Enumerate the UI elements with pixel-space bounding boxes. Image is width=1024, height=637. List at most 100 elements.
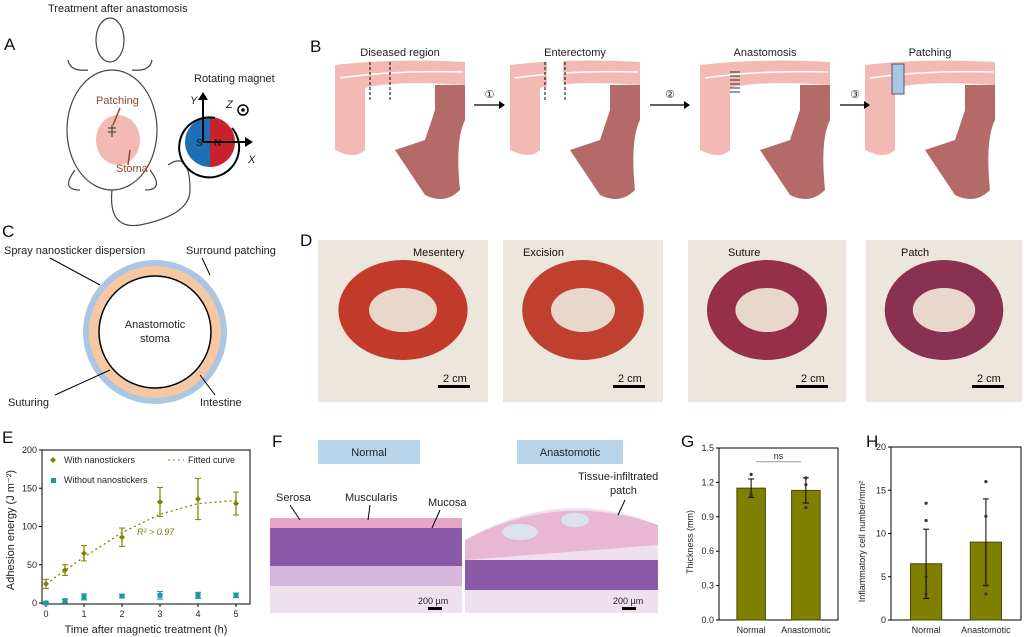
leader-line — [49, 257, 101, 286]
data-point — [119, 593, 125, 599]
bar — [736, 487, 766, 621]
data-point — [81, 594, 87, 600]
y-tick-label: 15 — [876, 485, 886, 495]
y-axis-label: Thickness (mm) — [685, 510, 695, 574]
arrow-head — [684, 101, 690, 109]
mesentery-region — [912, 288, 976, 332]
scale-bar — [972, 385, 1004, 388]
photo-annotation: Suture — [728, 247, 760, 259]
panel-label-g: G — [681, 432, 694, 451]
y-tick-label: 5 — [881, 572, 886, 582]
x-tick-label: Normal — [737, 625, 766, 635]
x-tick-label: 5 — [233, 609, 238, 619]
panel-label-a: A — [4, 35, 16, 54]
x-tick-label: Anastomotic — [781, 625, 831, 635]
data-point — [62, 598, 68, 604]
data-point — [233, 500, 239, 507]
step-number: ① — [485, 89, 495, 101]
r-squared-annotation: R² > 0.97 — [137, 527, 175, 537]
x-tick-label: 3 — [157, 609, 162, 619]
x-tick-label: 0 — [43, 609, 48, 619]
leader-line — [199, 374, 216, 396]
stoma-label: Stoma — [116, 163, 149, 175]
muscularis-label: Muscularis — [345, 492, 398, 504]
scale-bar — [796, 385, 828, 388]
data-point — [984, 583, 988, 588]
y-axis-label: Inflammatory cell number/mm² — [857, 481, 867, 603]
data-point — [233, 592, 239, 598]
panel-label-f: F — [272, 432, 282, 451]
panel-label-c: C — [2, 222, 14, 241]
patch-label-2: patch — [610, 485, 637, 497]
panel-label-b: B — [310, 37, 321, 56]
magnet-title: Rotating magnet — [194, 73, 275, 85]
axis-x-label: X — [247, 154, 256, 166]
x-tick-label: 4 — [195, 609, 200, 619]
y-tick-label: 200 — [22, 445, 37, 455]
data-point — [804, 506, 808, 510]
stoma-pointer — [127, 149, 131, 166]
lumen-line — [704, 70, 829, 79]
stoma-label-2: stoma — [140, 333, 171, 345]
lumen-line — [869, 70, 994, 79]
data-point — [749, 494, 753, 498]
y-tick-label: 0 — [32, 598, 37, 608]
x-tick-label: 2 — [119, 609, 124, 619]
y-tick-label: 0.6 — [701, 546, 714, 556]
stoma-lumen — [111, 288, 199, 376]
data-point — [984, 480, 988, 484]
data-point — [195, 592, 201, 598]
panel-label-d: D — [300, 231, 312, 250]
serosa-label: Serosa — [276, 492, 312, 504]
step-label: Enterectomy — [544, 47, 606, 59]
panel-a: A Treatment after anastomosis Patching S… — [4, 3, 275, 227]
scale-bar-label: 2 cm — [977, 373, 1001, 385]
step-number: ② — [665, 89, 675, 101]
fitted-curve — [45, 499, 237, 585]
axis-y-label: Y — [190, 95, 198, 107]
small-intestine — [510, 60, 640, 155]
data-point — [157, 499, 163, 506]
x-tick-label: Normal — [912, 625, 941, 635]
scale-bar-label-anastomotic: 200 µm — [613, 596, 643, 606]
patch — [891, 63, 905, 95]
n-pole-label: N — [214, 138, 221, 149]
y-axis-label: Adhesion energy (J m⁻²) — [5, 470, 17, 590]
data-point — [749, 492, 753, 496]
mesentery-region — [735, 288, 799, 332]
spray-label: Spray nanosticker dispersion — [4, 245, 145, 257]
y-tick-label: 1.2 — [701, 477, 714, 487]
mucosa-label: Mucosa — [428, 497, 467, 509]
leader-line — [367, 504, 371, 521]
scale-bar-label: 2 cm — [618, 373, 642, 385]
leader-line — [54, 369, 111, 396]
x-tick-label: 1 — [81, 609, 86, 619]
leader-line — [201, 257, 211, 276]
y-tick-label: 20 — [876, 442, 886, 452]
mesentery-region — [551, 288, 615, 332]
photo-annotation: Patch — [901, 247, 929, 259]
leader-line — [289, 504, 301, 521]
x-tick-label: Anastomotic — [961, 625, 1011, 635]
y-tick-label: 0.9 — [701, 512, 714, 522]
excised-gap — [547, 60, 563, 90]
arrow-head — [499, 101, 505, 109]
patching-label: Patching — [96, 95, 139, 107]
axis-z-label: Z — [225, 99, 234, 111]
lumen-line — [339, 70, 464, 79]
scale-bar — [622, 607, 636, 610]
y-tick-label: 0 — [881, 615, 886, 625]
patching-pointer — [112, 107, 121, 126]
y-tick-label: 50 — [27, 560, 37, 570]
step-label: Diseased region — [360, 47, 440, 59]
histology-normal — [270, 518, 462, 613]
colon — [395, 85, 465, 199]
y-tick-label: 10 — [876, 529, 886, 539]
histology-anastomotic — [465, 500, 658, 613]
y-tick-label: 0.3 — [701, 581, 714, 591]
